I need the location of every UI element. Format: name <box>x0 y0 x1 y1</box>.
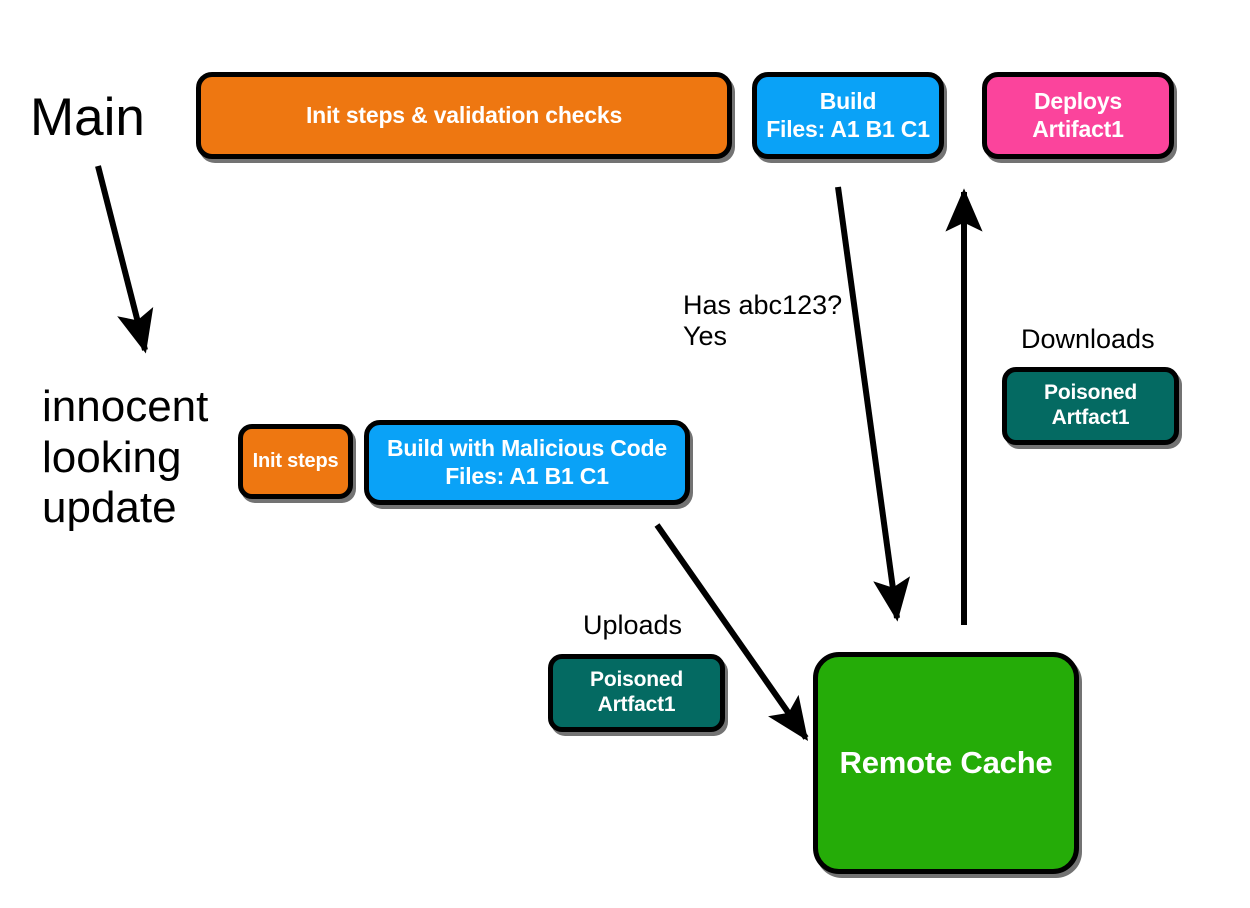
node-main-build[interactable]: Build Files: A1 B1 C1 <box>752 72 944 159</box>
node-main-deploys-line2: Artifact1 <box>1032 115 1124 142</box>
node-poisoned-artifact-downloaded-line1: Poisoned <box>1044 381 1137 405</box>
node-branch-init-steps[interactable]: Init steps <box>238 424 353 499</box>
node-branch-build-line2: Files: A1 B1 C1 <box>445 462 609 489</box>
node-poisoned-artifact-downloaded-line2: Artfact1 <box>1051 406 1130 429</box>
annotation-uploads: Uploads <box>583 610 683 640</box>
arrow-build-to-cache <box>835 186 911 622</box>
node-remote-cache[interactable]: Remote Cache <box>813 652 1079 874</box>
node-branch-build-malicious[interactable]: Build with Malicious Code Files: A1 B1 C… <box>364 420 690 505</box>
node-poisoned-artifact-downloaded-label: Poisoned Artfact1 <box>1038 381 1143 431</box>
node-main-build-line1: Build <box>819 88 877 115</box>
node-poisoned-artifact-uploaded-line2: Artfact1 <box>597 693 676 716</box>
node-branch-build-line1: Build with Malicious Code <box>387 435 667 462</box>
lane-label-main: Main <box>30 88 145 147</box>
node-poisoned-artifact-uploaded[interactable]: Poisoned Artfact1 <box>548 654 725 732</box>
lane-label-branch: innocent looking update <box>42 382 209 533</box>
annotation-downloads: Downloads <box>1021 324 1155 354</box>
node-main-build-label: Build Files: A1 B1 C1 <box>760 88 936 142</box>
node-main-deploys-line1: Deploys <box>1033 88 1123 115</box>
node-main-deploys-artifact[interactable]: Deploys Artifact1 <box>982 72 1174 159</box>
node-branch-init-steps-label: Init steps <box>252 449 339 472</box>
node-main-deploys-label: Deploys Artifact1 <box>1026 88 1130 142</box>
node-remote-cache-label: Remote Cache <box>839 744 1053 780</box>
node-main-build-line2: Files: A1 B1 C1 <box>766 115 930 142</box>
arrow-main-to-branch <box>95 165 154 354</box>
annotation-cache-query: Has abc123? Yes <box>683 290 843 352</box>
node-poisoned-artifact-downloaded[interactable]: Poisoned Artfact1 <box>1002 367 1179 445</box>
node-main-init-steps-label: Init steps & validation checks <box>305 101 623 128</box>
node-branch-build-label: Build with Malicious Code Files: A1 B1 C… <box>381 435 673 489</box>
node-poisoned-artifact-uploaded-line1: Poisoned <box>590 668 683 692</box>
node-main-init-steps[interactable]: Init steps & validation checks <box>196 72 732 159</box>
node-poisoned-artifact-uploaded-label: Poisoned Artfact1 <box>584 668 689 718</box>
